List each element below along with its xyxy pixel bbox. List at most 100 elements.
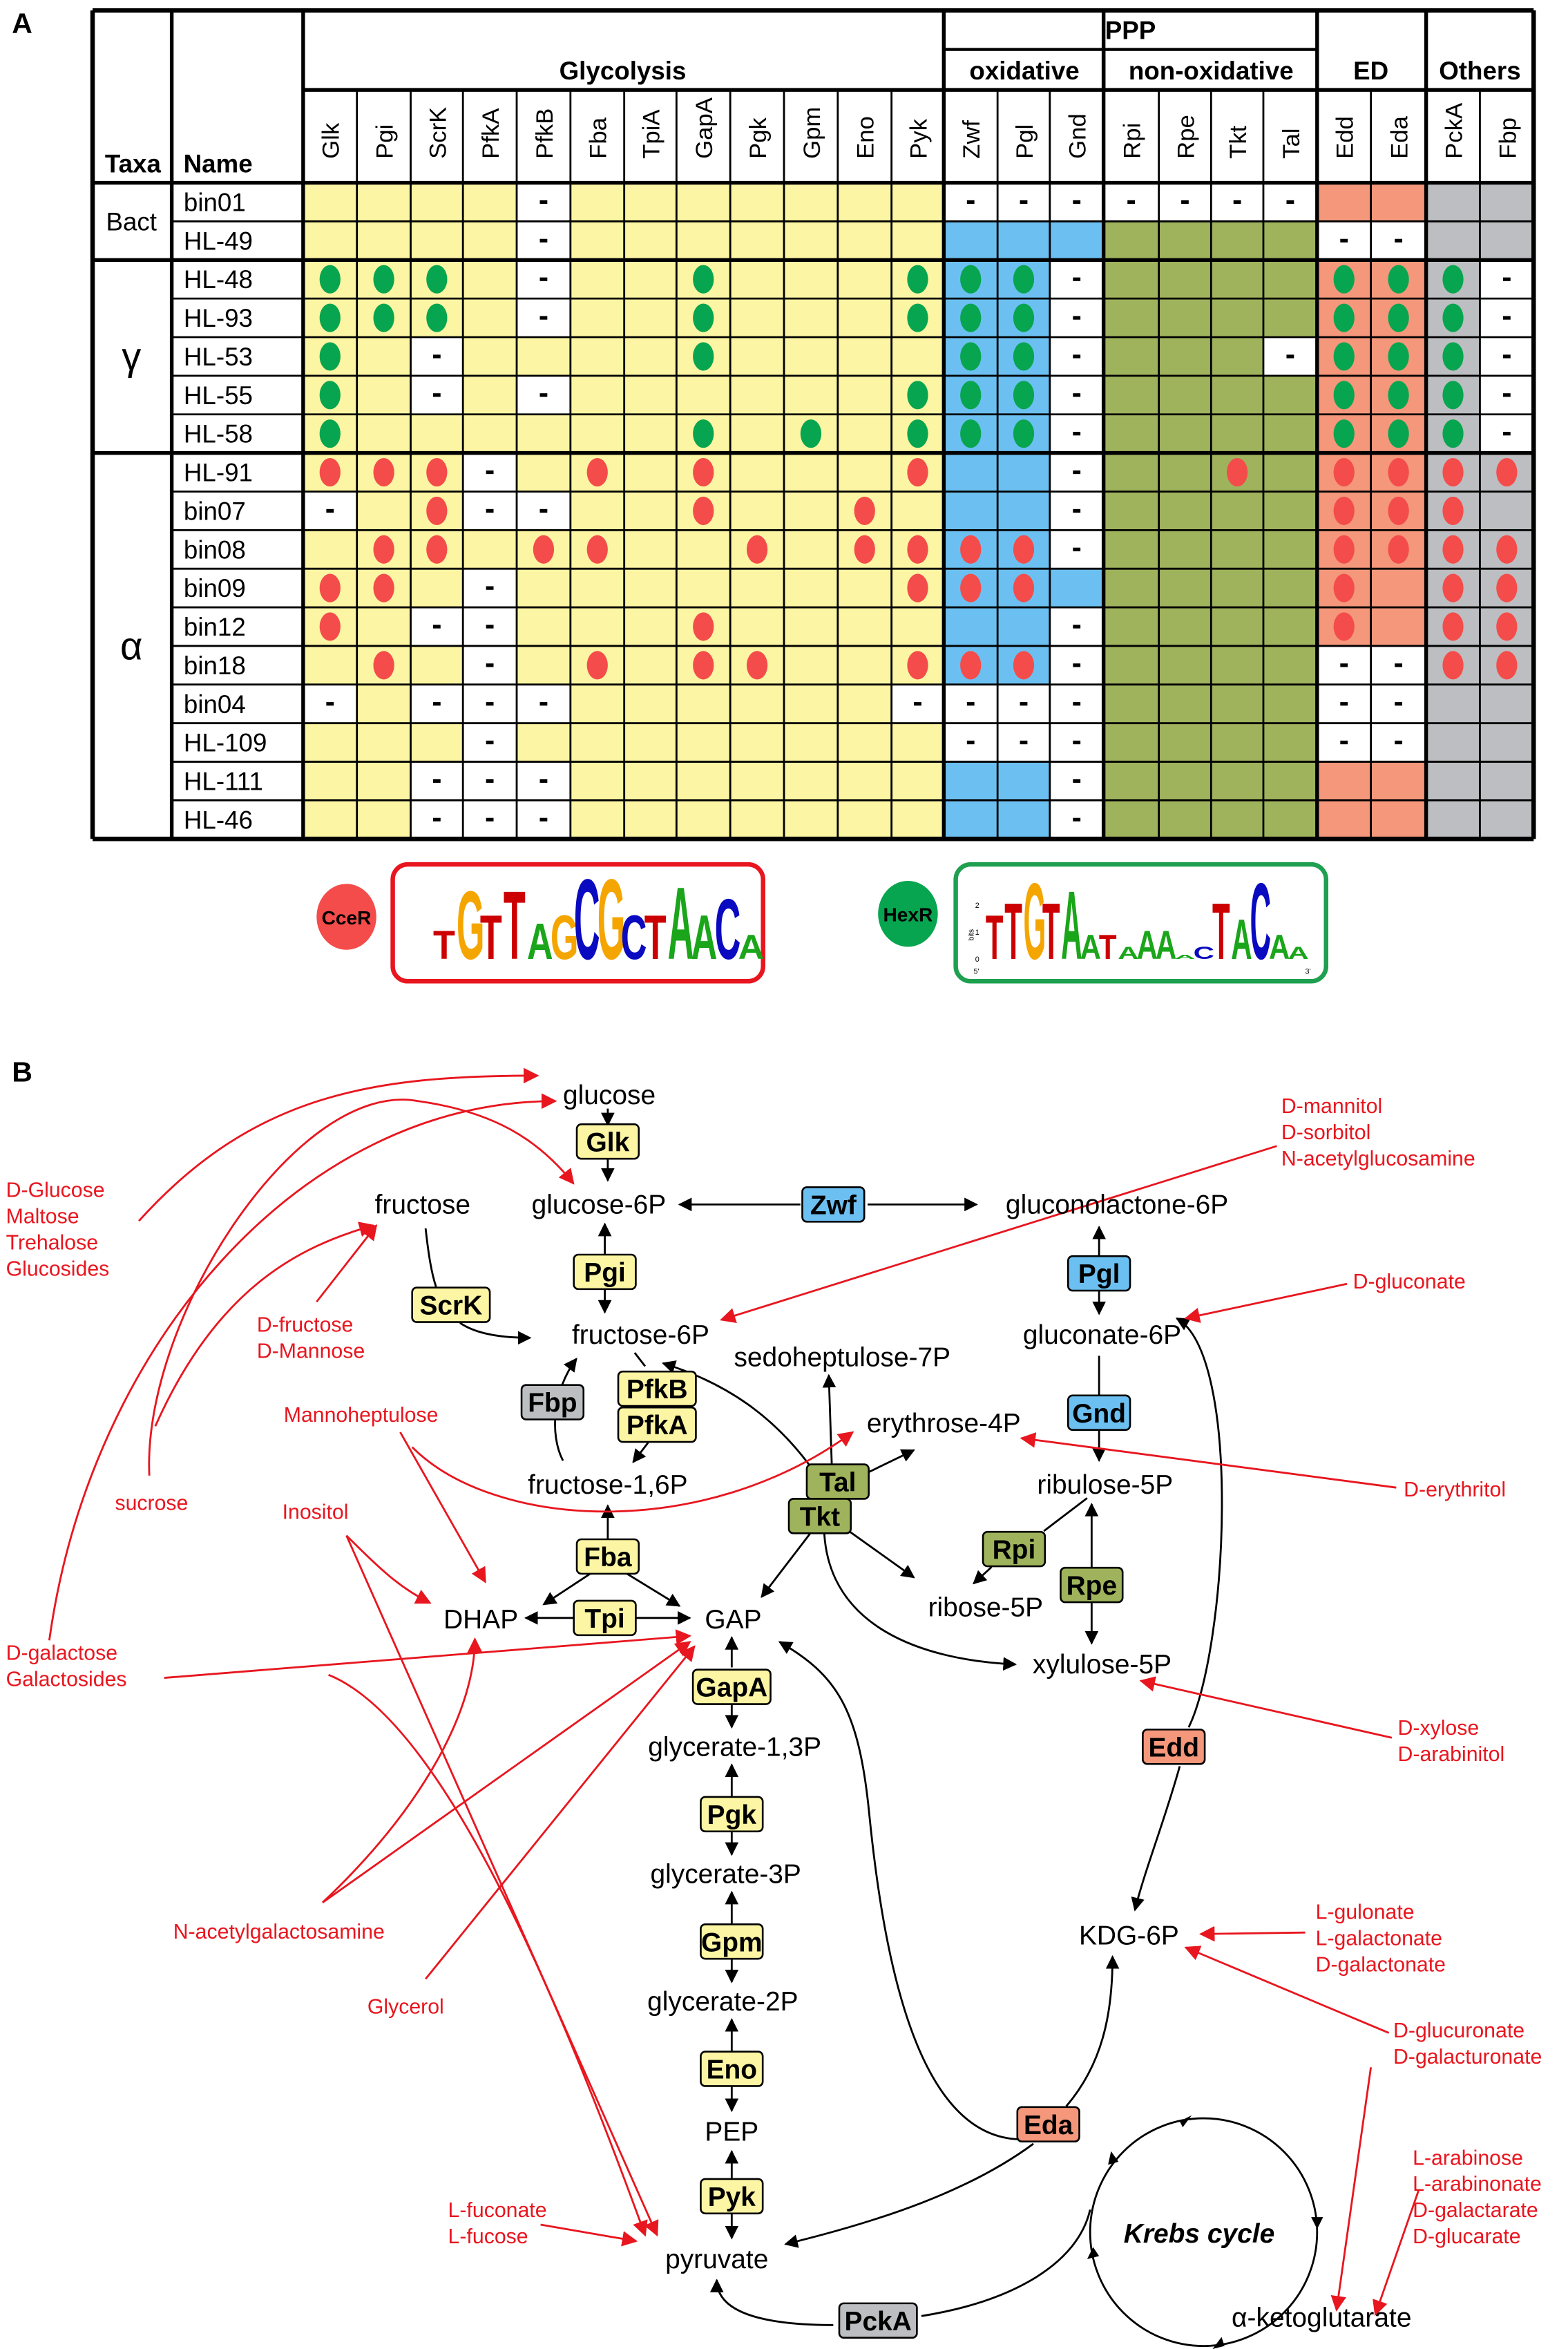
- logo-letter-T: T: [433, 922, 455, 967]
- enzyme-box-Edd: [1142, 1729, 1206, 1765]
- table-cell: [356, 221, 411, 260]
- table-cell: [624, 491, 677, 531]
- table-cell: [1158, 761, 1212, 801]
- ccer-site-dot: [1496, 651, 1518, 680]
- table-cell: [1263, 414, 1317, 453]
- hexr-site-dot: [960, 419, 982, 448]
- table-cell: [1263, 298, 1317, 338]
- enzyme-label-PckA: PckA: [845, 2307, 912, 2337]
- ccer-site-dot: [1496, 535, 1518, 564]
- row-name-HL-49: HL-49: [184, 227, 253, 255]
- table-cell: [1158, 645, 1212, 685]
- table-cell: [1426, 221, 1480, 260]
- table-cell: [303, 761, 357, 801]
- table-cell: [570, 723, 624, 762]
- absent-dash: [432, 354, 441, 359]
- absent-dash: [1340, 238, 1348, 242]
- table-cell: [944, 453, 998, 492]
- absent-dash: [432, 393, 441, 397]
- bits-axis-label: bits: [968, 929, 976, 940]
- table-cell: [1426, 761, 1480, 801]
- absent-dash: [1502, 316, 1511, 320]
- enzyme-box-PfkA: [617, 1406, 697, 1443]
- absent-dash: [1073, 663, 1081, 667]
- table-cell: [730, 182, 784, 222]
- absent-dash: [486, 741, 494, 745]
- absent-dash: [1073, 508, 1081, 513]
- ccer-site-dot: [1388, 535, 1409, 564]
- column-header-Pgl: Pgl: [1012, 124, 1038, 159]
- table-cell: [891, 221, 944, 260]
- absent-dash: [432, 702, 441, 706]
- enzyme-box-Eno: [700, 2051, 764, 2087]
- absent-dash: [1073, 702, 1081, 706]
- logo-letter-A: A: [691, 902, 718, 973]
- row-name-bin12: bin12: [184, 613, 246, 641]
- column-header-Eda: Eda: [1387, 115, 1413, 158]
- table-cell: [624, 221, 677, 260]
- table-cell: [624, 414, 677, 453]
- table-cell: [1211, 684, 1263, 723]
- enzyme-label-ScrK: ScrK: [419, 1291, 482, 1321]
- table-cell: [784, 684, 838, 723]
- absent-dash: [966, 702, 975, 706]
- absent-dash: [1395, 741, 1403, 745]
- krebs-cycle-circle: [1089, 2117, 1319, 2348]
- table-cell: [676, 182, 731, 222]
- substrate-mannitol: D-sorbitol: [1281, 1121, 1370, 1144]
- table-cell: [837, 723, 892, 762]
- metabolite-r5p: ribose-5P: [928, 1593, 1044, 1623]
- ccer-site-dot: [586, 457, 608, 487]
- hexr-site-dot: [907, 381, 928, 410]
- enzyme-label-GapA: GapA: [696, 1673, 767, 1703]
- metabolite-e4p: erythrose-4P: [867, 1409, 1021, 1438]
- enzyme-label-PfkB: PfkB: [627, 1375, 688, 1405]
- table-cell: [1158, 800, 1212, 839]
- absent-dash: [539, 200, 548, 205]
- absent-dash: [486, 702, 494, 706]
- table-cell: [837, 260, 892, 299]
- table-cell: [944, 221, 998, 260]
- column-header-GapA: GapA: [691, 97, 718, 159]
- table-cell: [624, 645, 677, 685]
- metabolite-akg: α-ketoglutarate: [1232, 2303, 1411, 2332]
- absent-dash: [1502, 393, 1511, 397]
- table-cell: [837, 298, 892, 338]
- substrate-glycerol: Glycerol: [367, 1995, 444, 2018]
- hexr-site-dot: [319, 342, 341, 371]
- ccer-site-dot: [854, 535, 875, 564]
- absent-dash: [539, 277, 548, 281]
- enzyme-box-Eda: [1016, 2106, 1080, 2142]
- absent-dash: [1286, 200, 1294, 205]
- table-cell: [837, 800, 892, 839]
- table-cell: [837, 375, 892, 415]
- enzyme-label-Pgk: Pgk: [707, 1800, 757, 1830]
- table-cell: [837, 684, 892, 723]
- table-cell: [837, 182, 892, 222]
- table-cell: [784, 182, 838, 222]
- substrate-gulonate: L-galactonate: [1316, 1928, 1442, 1950]
- table-cell: [1263, 645, 1317, 685]
- table-cell: [1103, 491, 1159, 531]
- table-cell: [517, 569, 571, 608]
- ccer-site-dot: [1496, 612, 1518, 641]
- enzyme-label-Tkt: Tkt: [800, 1502, 840, 1532]
- hexr-logo-frame: [953, 862, 1329, 984]
- metabolite-krebs: Krebs cycle: [1124, 2219, 1274, 2249]
- absent-dash: [1073, 277, 1081, 281]
- absent-dash: [1233, 200, 1241, 205]
- table-cell: [944, 800, 998, 839]
- ccer-site-dot: [1442, 496, 1464, 526]
- table-cell: [837, 645, 892, 685]
- table-cell: [1263, 723, 1317, 762]
- absent-dash: [326, 702, 334, 706]
- table-cell: [624, 800, 677, 839]
- enzyme-box-Rpe: [1060, 1566, 1124, 1604]
- ccer-site-dot: [319, 457, 341, 487]
- table-cells: [303, 182, 1534, 839]
- substrate-fucose: L-fuconate: [448, 2199, 547, 2222]
- hexr-site-dot: [1013, 265, 1035, 294]
- table-cell: [1211, 491, 1263, 531]
- enzyme-box-Pyk: [700, 2178, 764, 2215]
